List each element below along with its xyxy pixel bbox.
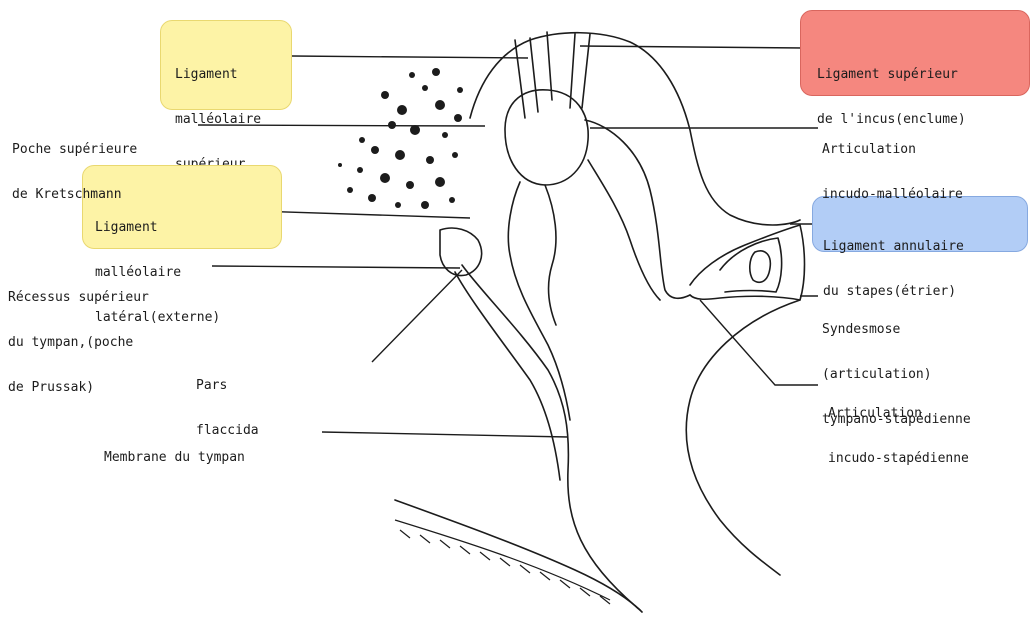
label-poche-kretschmann: Poche supérieure de Kretschmann	[12, 112, 137, 232]
incus-body	[585, 120, 690, 298]
stapes	[690, 225, 805, 300]
epitympanum-outline	[470, 33, 800, 225]
box-lig-superieur-incus: Ligament supérieur de l'incus(enclume)	[800, 10, 1030, 96]
ligament-top-right	[570, 34, 575, 108]
malleus-manubrium	[508, 182, 570, 420]
label-art-incudo-stapedienne: Articulation incudo-stapédienne	[828, 376, 969, 496]
label-recessus: Récessus supérieur du tympan,(poche de P…	[8, 260, 149, 425]
ligament-top-left	[515, 40, 525, 118]
label-membrane-tympan: Membrane du tympan	[104, 420, 245, 495]
malleus-head	[505, 90, 588, 185]
label-art-incudo-malleolaire: Articulation incudo-malléolaire	[822, 112, 963, 232]
box-lig-malleolaire-superieur: Ligament malléolaire supérieur	[160, 20, 292, 110]
canal-wall-lower	[395, 500, 642, 612]
bone-cells	[338, 68, 463, 209]
promontory-curve	[686, 300, 800, 575]
